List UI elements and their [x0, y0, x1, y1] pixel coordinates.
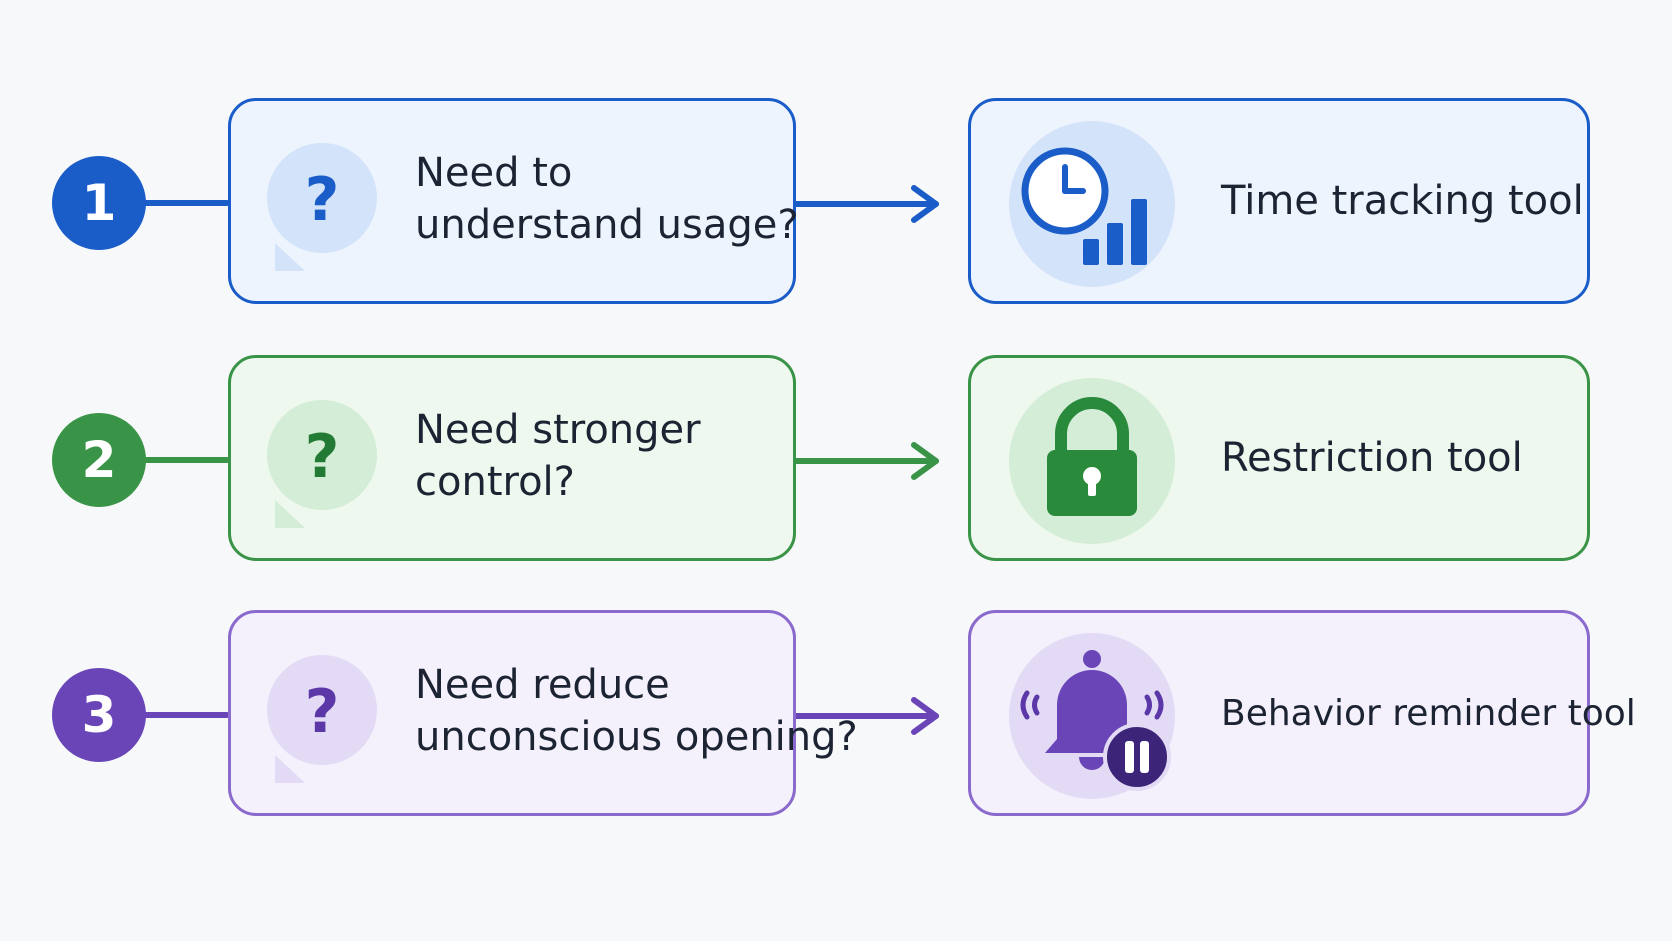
question-line: unconscious opening?	[415, 714, 858, 760]
connector-line-1	[140, 200, 230, 206]
step-number-badge-1: 1	[52, 156, 146, 250]
question-bubble-icon: ?	[267, 143, 377, 253]
question-text-3: Need reduce unconscious opening?	[415, 659, 858, 763]
question-line: Need reduce	[415, 662, 670, 708]
tool-label-3: Behavior reminder tool	[1221, 692, 1636, 734]
question-mark-icon: ?	[304, 422, 340, 492]
arrow-right-icon	[796, 442, 939, 480]
step-row-3: 3 ? Need reduce unconscious opening?	[0, 610, 1672, 820]
question-text-1: Need to understand usage?	[415, 147, 799, 251]
question-text-2: Need stronger control?	[415, 404, 785, 508]
question-mark-icon: ?	[304, 165, 340, 235]
arrow-right-icon	[796, 185, 939, 223]
question-line: Need to	[415, 150, 573, 196]
clock-chart-icon	[1009, 121, 1175, 287]
step-row-2: 2 ? Need stronger control? Restriction t…	[0, 355, 1672, 565]
question-line: Need stronger	[415, 407, 701, 453]
tool-label-2: Restriction tool	[1221, 435, 1523, 481]
step-row-1: 1 ? Need to understand usage? Time track…	[0, 98, 1672, 308]
connector-line-2	[140, 457, 230, 463]
tool-card-1: Time tracking tool	[968, 98, 1590, 304]
bell-pause-icon	[1009, 633, 1175, 799]
question-mark-icon: ?	[304, 677, 340, 747]
arrow-right-icon	[796, 697, 939, 735]
question-line: understand usage?	[415, 202, 799, 248]
tool-label-1: Time tracking tool	[1221, 178, 1584, 224]
tool-card-3: Behavior reminder tool	[968, 610, 1636, 816]
step-number-badge-3: 3	[52, 668, 146, 762]
question-bubble-icon: ?	[267, 400, 377, 510]
question-line: control?	[415, 459, 575, 505]
question-card-2: ? Need stronger control?	[228, 355, 796, 561]
question-card-3: ? Need reduce unconscious opening?	[228, 610, 858, 816]
padlock-icon	[1009, 378, 1175, 544]
connector-line-3	[140, 712, 230, 718]
tool-card-2: Restriction tool	[968, 355, 1590, 561]
step-number-badge-2: 2	[52, 413, 146, 507]
question-bubble-icon: ?	[267, 655, 377, 765]
question-card-1: ? Need to understand usage?	[228, 98, 799, 304]
